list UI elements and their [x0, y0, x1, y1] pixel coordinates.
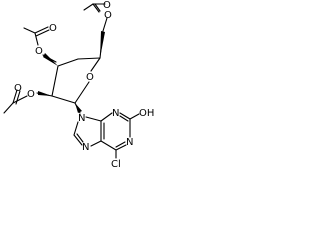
- atom-n9: N: [78, 113, 85, 124]
- bond-ring-c4-c3: [77, 57, 101, 60]
- structure-diagram: O O O O O O O N N OH N N Cl: [3, 0, 154, 168]
- atom-n1: N: [126, 137, 133, 148]
- atom-o-ac3-ester: O: [35, 46, 43, 57]
- bond-n7-c5: [90, 140, 102, 147]
- bond-ac1-carbonyl-double: [94, 3, 101, 12]
- wedge-c2-o: [38, 91, 52, 96]
- atom-cl: Cl: [111, 159, 121, 168]
- atom-o-ac3-carbonyl: O: [49, 23, 57, 34]
- bond-c2-oh: [129, 113, 140, 120]
- bond-c8-n7: [73, 134, 83, 146]
- bond-ring-c1-o: [74, 81, 90, 104]
- bond-ring-c4-c5: [51, 65, 59, 97]
- bond-n3-c2-double: [119, 115, 129, 122]
- atom-oh: OH: [139, 108, 154, 119]
- atom-n3: N: [112, 108, 119, 119]
- wedge-c1-n9: [75, 103, 82, 113]
- atom-o-ac1-carbonyl: O: [103, 0, 111, 11]
- bond-ac2-carbonyl: [12, 89, 18, 104]
- atom-n7: N: [82, 142, 89, 153]
- atom-labels: O O O O O O O N N OH N N Cl: [14, 0, 154, 168]
- bond-c4-n3: [100, 112, 113, 122]
- bond-ac3-carbonyl-double: [35, 29, 50, 37]
- wedge-c4-ch2: [100, 31, 105, 58]
- bond-ac2-methyl: [3, 102, 14, 114]
- atom-o-ac2-carbonyl: O: [14, 83, 22, 94]
- bond-c8-n7-double: [76, 133, 84, 143]
- stereo-wedges: [38, 31, 105, 113]
- bond-ac3-c-o: [34, 32, 39, 46]
- bond-ring-c2-c1: [51, 95, 76, 104]
- atom-o-ac2-ester: O: [27, 89, 35, 100]
- bonds: [3, 3, 140, 159]
- bond-ring-o-c4: [90, 57, 101, 72]
- bond-n9-c8: [73, 121, 79, 136]
- bond-ac3-carbonyl: [34, 26, 49, 34]
- bond-ac2-c-o: [12, 95, 28, 104]
- bond-n9-c4: [85, 116, 102, 122]
- wedge-c3-o: [43, 53, 58, 66]
- atom-o-ring: O: [86, 72, 94, 83]
- bond-ac3-methyl: [23, 27, 36, 34]
- bond-n3-c2: [119, 112, 131, 120]
- bond-ac2-carbonyl-double: [15, 90, 21, 105]
- bond-n1-c6-double: [115, 141, 126, 148]
- bond-n1-c6: [115, 144, 127, 151]
- bond-c6-c5: [100, 140, 117, 151]
- bond-ac1-methyl: [83, 3, 94, 11]
- bond-ac1-o-ch2: [102, 17, 108, 32]
- bond-ac1-carbonyl-c-o: [92, 3, 100, 13]
- atom-o-ac1-ester: O: [104, 10, 112, 21]
- bond-ring-c3-c4: [57, 58, 79, 67]
